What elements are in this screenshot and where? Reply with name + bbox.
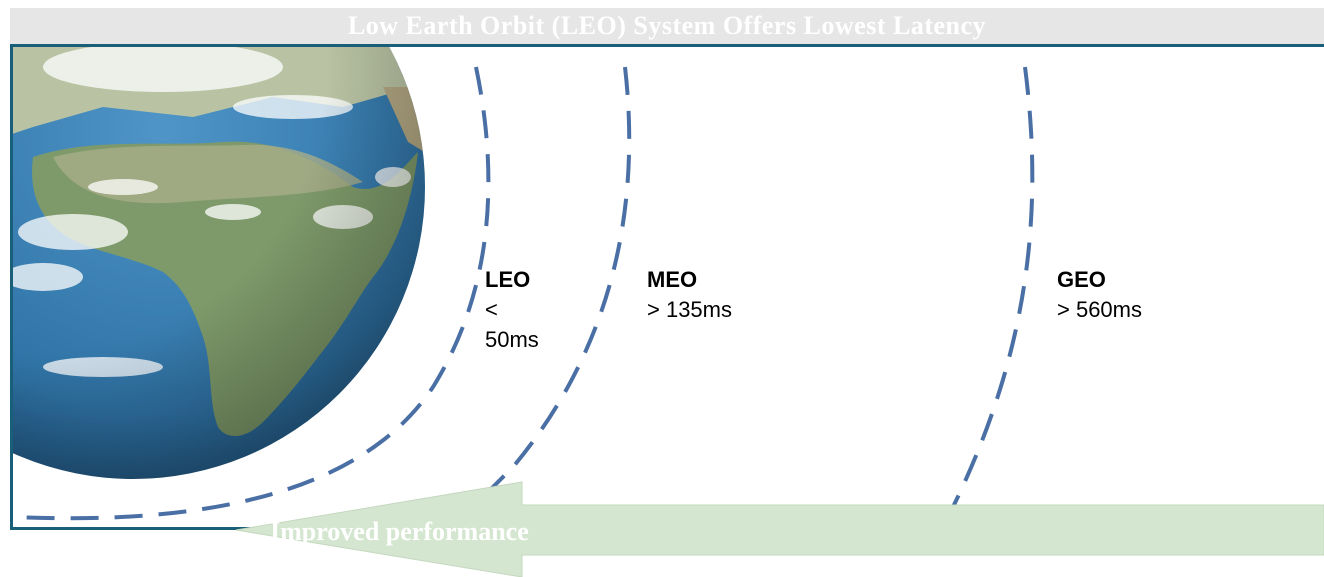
- orbit-paths: [13, 66, 1035, 521]
- leo-latency-prefix: <: [485, 297, 498, 322]
- geo-latency: > 560ms: [1057, 297, 1142, 322]
- leo-latency-value: 50ms: [485, 327, 539, 352]
- title-bar: Low Earth Orbit (LEO) System Offers Lowe…: [10, 8, 1324, 44]
- leo-name: LEO: [485, 267, 531, 292]
- geo-label: GEO > 560ms: [1057, 265, 1217, 325]
- earth-globe-icon: [13, 47, 425, 479]
- geo-name: GEO: [1057, 267, 1106, 292]
- meo-latency: > 135ms: [647, 297, 732, 322]
- leo-label: LEO < 50ms: [485, 265, 565, 355]
- meo-name: MEO: [647, 267, 698, 292]
- diagram-title: Low Earth Orbit (LEO) System Offers Lowe…: [347, 11, 987, 40]
- meo-orbit-arc: [481, 66, 632, 499]
- meo-label: MEO > 135ms: [647, 265, 807, 325]
- orbit-panel: LEO < 50ms MEO > 135ms GEO > 560ms: [10, 44, 1324, 530]
- performance-label: Improved performance: [270, 517, 529, 546]
- orbit-scene: [13, 47, 1035, 521]
- geo-orbit-arc: [951, 66, 1035, 508]
